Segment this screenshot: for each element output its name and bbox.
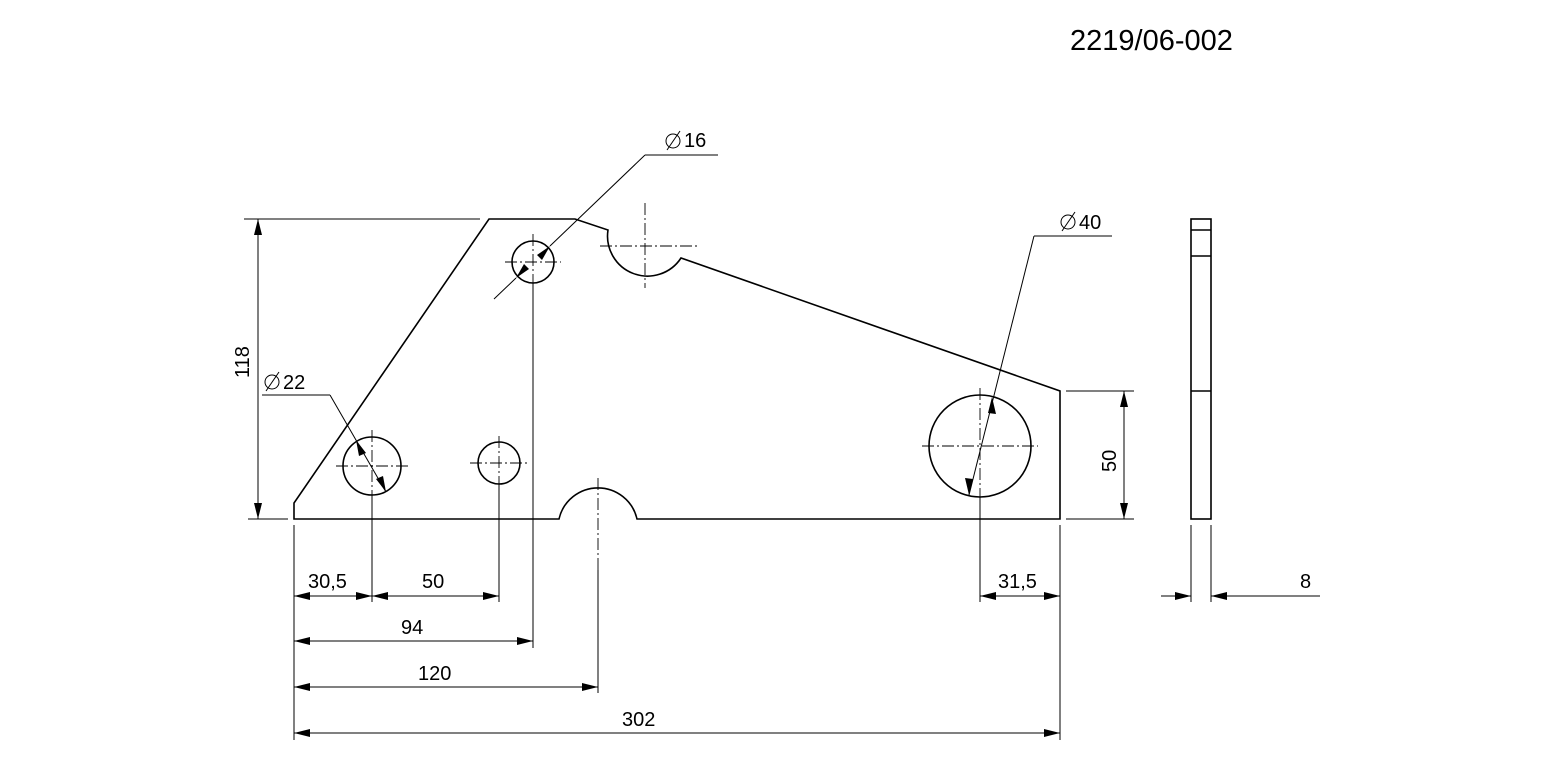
side-view <box>1161 218 1320 602</box>
label-118: 118 <box>232 346 254 378</box>
label-30-5: 30,5 <box>308 571 347 593</box>
label-50: 50 <box>422 571 444 593</box>
diameter-leaders <box>262 154 1112 496</box>
label-120: 120 <box>418 663 451 685</box>
drawing-number: 2219/06-002 <box>1070 25 1233 57</box>
label-8: 8 <box>1300 571 1311 593</box>
label-50-vertical: 50 <box>1099 450 1121 472</box>
diameter-symbol-icon <box>1060 211 1076 232</box>
diameter-labels: 16 22 40 <box>264 130 1101 394</box>
part-outline <box>293 218 1061 520</box>
dimension-lines <box>254 219 1128 737</box>
label-d40: 40 <box>1079 212 1101 234</box>
center-lines <box>336 203 1038 570</box>
label-d16: 16 <box>684 130 706 152</box>
extension-lines <box>244 218 1134 740</box>
label-302: 302 <box>622 709 655 731</box>
label-94: 94 <box>401 617 423 639</box>
label-31-5: 31,5 <box>998 571 1037 593</box>
diameter-symbol-icon <box>264 371 280 392</box>
dimension-labels: 118 50 30,5 50 94 120 302 31,5 8 <box>232 346 1311 731</box>
diameter-symbol-icon <box>665 130 681 151</box>
label-d22: 22 <box>283 372 305 394</box>
